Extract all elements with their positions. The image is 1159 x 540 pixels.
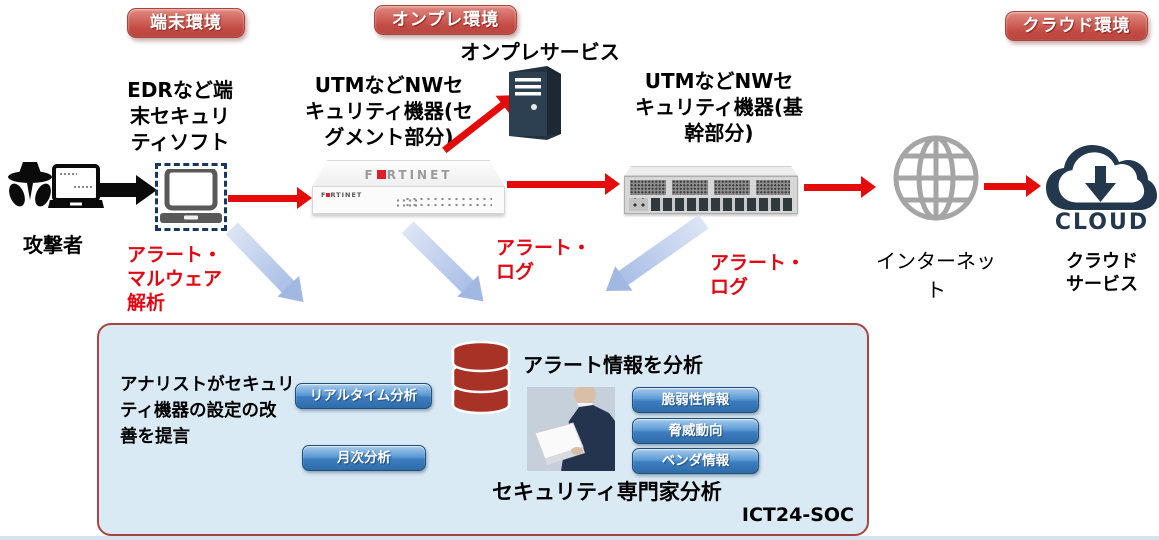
vendor-info-button: ベンダ情報: [632, 448, 759, 474]
internet-globe-icon: [888, 134, 984, 222]
blue-arrow-utm-core-to-soc: [597, 214, 709, 304]
soc-name-label: ICT24-SOC: [741, 504, 854, 526]
blue-arrow-edr-to-soc: [225, 222, 315, 313]
blue-arrow-utm-segment-to-soc: [401, 221, 495, 313]
utm-core-label: UTMなどNWセ キュリティ機器(基 幹部分): [635, 69, 803, 145]
attacker-label: 攻撃者: [23, 233, 83, 257]
device-ports: [404, 196, 492, 208]
edr-dashed-box: [155, 163, 227, 231]
edr-laptop-icon: [160, 169, 222, 227]
device-vent: [630, 180, 666, 195]
device-ports: [651, 198, 792, 211]
device-controls: [629, 198, 648, 211]
device-vent: [672, 180, 708, 195]
threat-trend-button: 脅威動向: [632, 418, 759, 444]
alert-malware-note: アラート・ マルウェア 解析: [127, 244, 223, 314]
utm-segment-label: UTMなどNWセ キュリティ機器(セ グメント部分): [305, 73, 473, 149]
vulnerability-info-button: 脆弱性情報: [632, 387, 759, 413]
realtime-analysis-button: リアルタイム分析: [295, 383, 432, 409]
server-icon: [503, 62, 569, 142]
expert-analysis-caption: セキュリティ専門家分析: [492, 480, 722, 504]
device-vent: [756, 180, 790, 195]
env-badge-onprem: オンプレ環境: [374, 5, 517, 35]
cloud-service-label: クラウド サービス: [1066, 251, 1138, 295]
edr-label: EDRなど端 末セキュリ ティソフト: [127, 78, 233, 154]
database-icon: [449, 339, 513, 417]
onprem-service-label: オンプレサービス: [460, 40, 620, 64]
monthly-analysis-button: 月次分析: [302, 445, 426, 471]
device-vent: [714, 180, 750, 195]
bottom-border-line: [0, 536, 1159, 540]
fortinet-logo-square: [376, 170, 386, 179]
alert-log-note-2: アラート・ ログ: [710, 252, 806, 298]
analyst-note: アナリストがセキュリ ティ機器の設定の改 善を提言: [120, 375, 295, 447]
alert-analysis-title: アラート情報を分析: [523, 353, 703, 377]
env-badge-terminal: 端末環境: [127, 8, 245, 38]
internet-label: インターネット: [876, 249, 996, 302]
env-badge-cloud: クラウド環境: [1005, 11, 1148, 41]
cloud-icon: [1040, 138, 1159, 214]
soc-panel: アナリストがセキュリ ティ機器の設定の改 善を提言 リアルタイム分析 月次分析 …: [97, 323, 869, 536]
alert-log-note-1: アラート・ ログ: [496, 237, 592, 283]
attacker-icon: [4, 160, 104, 234]
analyst-photo: [527, 387, 615, 471]
cloud-text: CLOUD: [1054, 210, 1150, 235]
